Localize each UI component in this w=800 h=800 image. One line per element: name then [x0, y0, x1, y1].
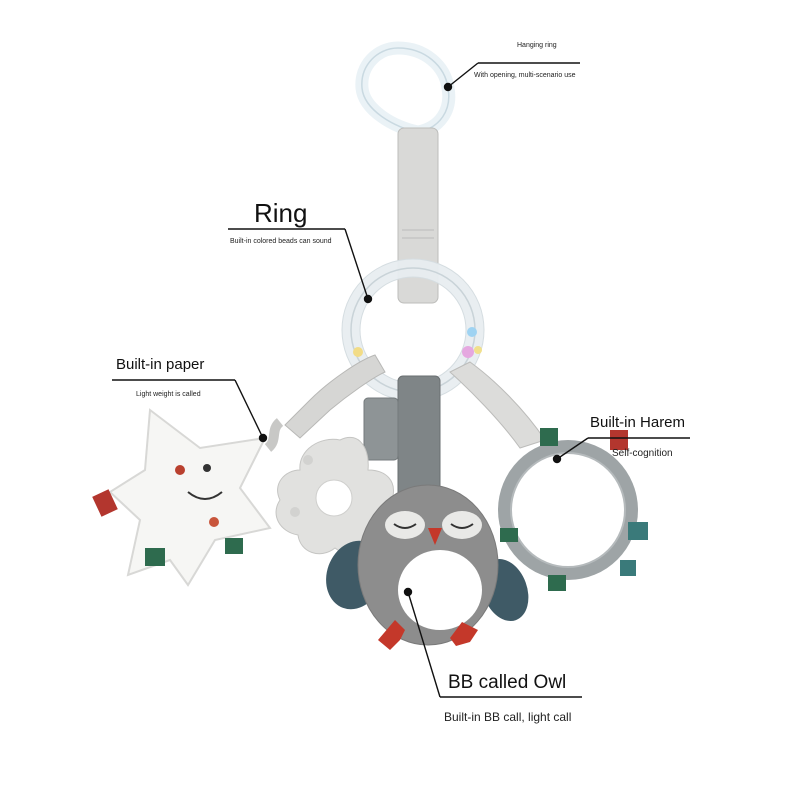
mirror-ring — [498, 428, 648, 591]
star-cheek — [209, 517, 219, 527]
teether — [275, 436, 396, 555]
harem-title: Built-in Harem — [590, 414, 686, 431]
paper-desc: Light weight is called — [136, 391, 201, 398]
hanging-ring-title: Hanging ring — [517, 42, 557, 49]
ring-title: Ring — [254, 198, 308, 228]
star-eye-right — [203, 464, 211, 472]
harem-desc: Self-cognition — [612, 448, 673, 459]
leader-ring — [344, 228, 369, 300]
tag-teal-mirror-right — [628, 522, 648, 540]
leader-dot-owl — [403, 587, 413, 597]
owl-title: BB called Owl — [448, 672, 567, 693]
tag-green-mirror-bottom — [548, 575, 566, 591]
star-toy — [92, 408, 272, 587]
owl-foot-right — [450, 622, 478, 646]
owl-beak — [428, 528, 442, 545]
hanging-ring-clip — [355, 41, 456, 139]
star-eye-left — [175, 465, 185, 475]
owl-eye-right — [450, 523, 474, 529]
bead-yellow — [353, 347, 363, 357]
tag-green-mirror-left — [500, 528, 518, 542]
tag-teal-mirror-bottom — [620, 560, 636, 576]
bead-yellow-2 — [474, 346, 482, 354]
leader-owl — [407, 591, 441, 698]
tag-red-mirror-right — [610, 430, 628, 450]
ring-desc: Built-in colored beads can sound — [230, 238, 332, 245]
owl-eye-left — [393, 523, 417, 529]
star-smile — [187, 491, 223, 500]
leader-dot-hanging-ring — [443, 82, 453, 92]
owl-toy — [326, 484, 529, 650]
leader-hanging-ring — [447, 62, 479, 88]
hanging-ring-desc: With opening, multi-scenario use — [474, 72, 576, 79]
owl-desc: Built-in BB call, light call — [444, 710, 572, 724]
bead-pink — [462, 346, 474, 358]
tag-green-mirror-top — [540, 428, 558, 446]
leader-dot-ring — [363, 294, 373, 304]
leader-dot-harem — [552, 454, 562, 464]
leader-dot-paper — [258, 433, 268, 443]
bead-blue — [467, 327, 477, 337]
tag-green-star — [225, 538, 243, 554]
tag-red-left — [92, 489, 118, 517]
leader-lines — [112, 62, 690, 698]
tag-green-left — [145, 548, 165, 566]
leader-harem — [556, 437, 589, 460]
leader-paper — [234, 379, 264, 439]
owl-foot-left — [378, 620, 405, 650]
paper-title: Built-in paper — [116, 356, 205, 373]
owl-belly — [398, 550, 482, 630]
